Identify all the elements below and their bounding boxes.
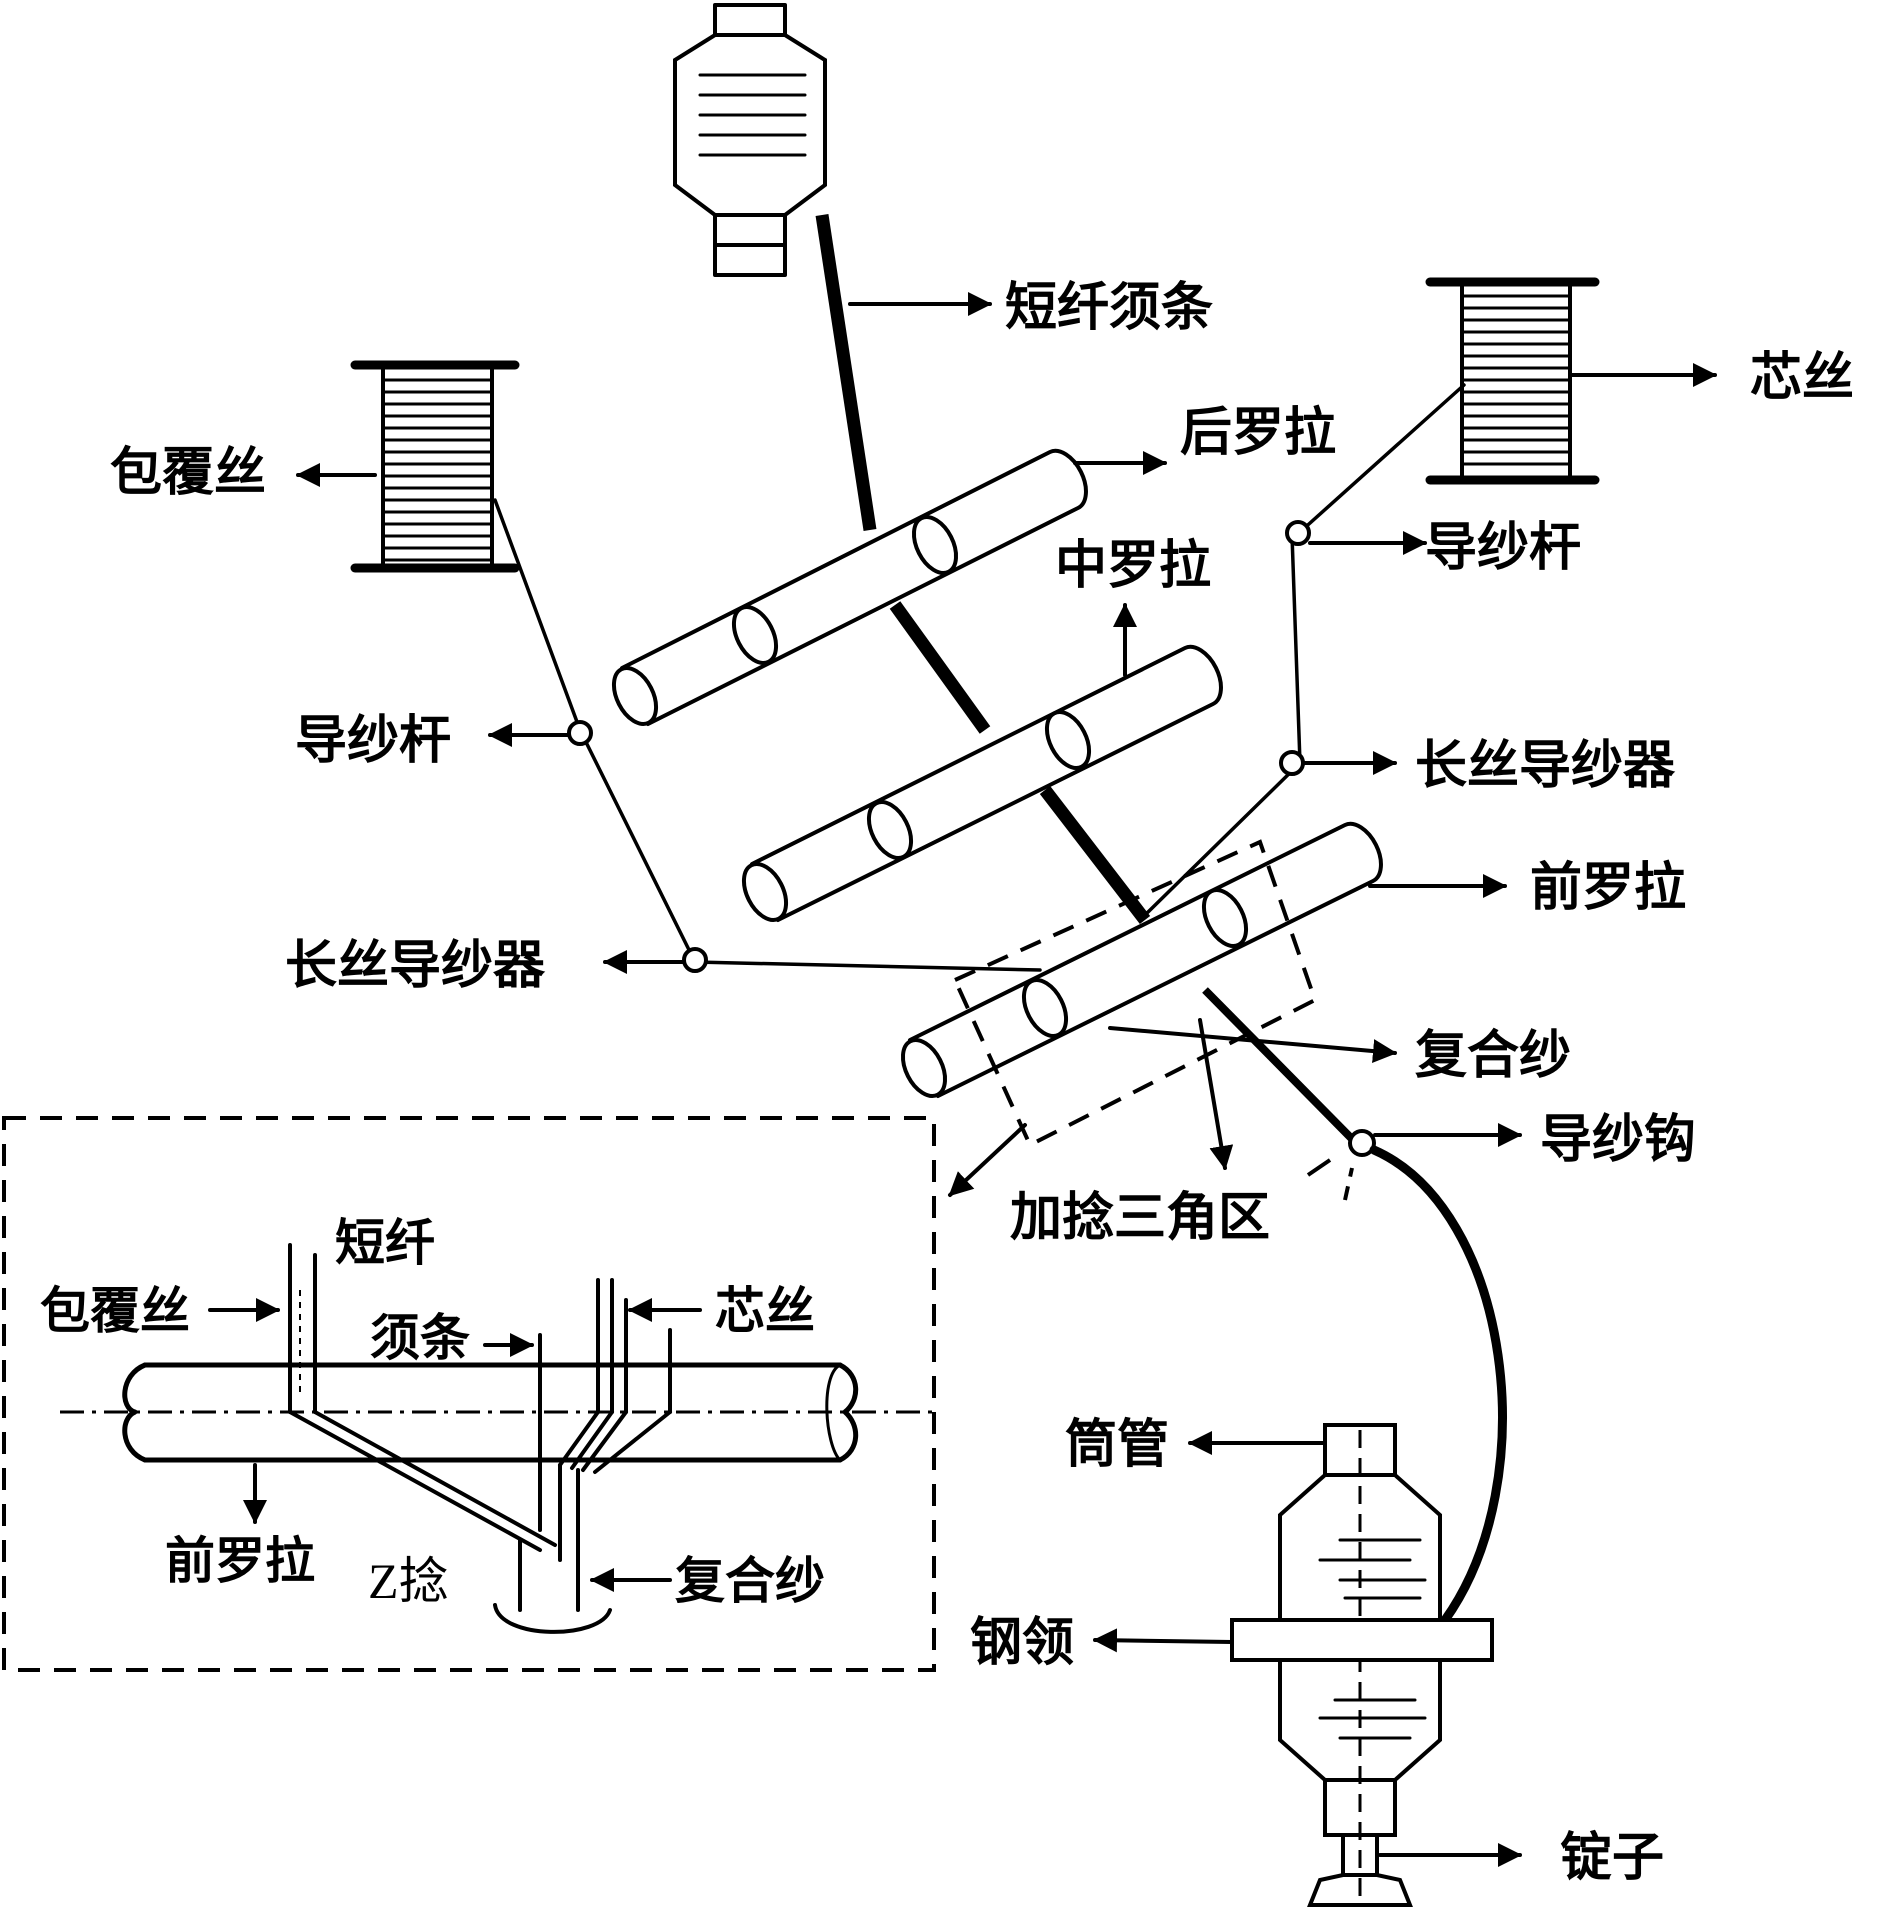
middle-roller (741, 644, 1223, 922)
filament-guide-right-eye (1279, 750, 1305, 776)
middle-roller-label: 中罗拉 (1055, 535, 1211, 596)
ring-arrow (1093, 1628, 1234, 1653)
twist-triangle-box (952, 839, 1318, 1148)
core-yarn-bobbin (1425, 277, 1600, 485)
yarn-hook-label: 导纱钩 (1540, 1109, 1696, 1170)
yarn-hook-arc-2 (1306, 1158, 1332, 1177)
front-roller-label: 前罗拉 (1530, 857, 1686, 918)
ring-label: 钢领 (970, 1612, 1074, 1673)
wrap-yarn-path (493, 498, 1042, 972)
inset-front-roller (60, 1362, 935, 1463)
strand-segment-1 (889, 601, 991, 734)
guide-rod-right-label: 导纱杆 (1425, 517, 1581, 578)
core-yarn-label: 芯丝 (1750, 347, 1854, 408)
back-roller-label: 后罗拉 (1180, 402, 1336, 463)
inset-frame (2, 1116, 936, 1672)
sliver-label: 短纤须条 (1005, 277, 1213, 338)
inset-composite-yarn-label: 复合纱 (675, 1551, 825, 1610)
composite-yarn-strand (1202, 987, 1361, 1148)
composite-yarn-label: 复合纱 (1415, 1025, 1571, 1086)
inset-staple-label: 短纤 (335, 1213, 435, 1272)
balloon-yarn (1369, 1145, 1507, 1625)
roving-bobbin (673, 3, 827, 277)
filament-guide-right-label: 长丝导纱器 (1415, 735, 1676, 796)
inset-link-arrow (948, 1123, 1027, 1197)
back-roller (611, 448, 1088, 726)
twist-triangle-arrow (1198, 1018, 1234, 1170)
inset-front-roller-label: 前罗拉 (165, 1531, 315, 1590)
inset-z-twist-label: Z捻 (368, 1553, 449, 1609)
inset-wrap-yarn-label: 包覆丝 (40, 1281, 190, 1340)
inset-strand-label: 须条 (370, 1308, 470, 1367)
inset-core-yarn-label: 芯丝 (715, 1281, 815, 1340)
spindle-label: 锭子 (1560, 1827, 1664, 1888)
twist-triangle-label: 加捻三角区 (1010, 1187, 1270, 1248)
yarn-hook-eye (1348, 1129, 1376, 1157)
guide-rod-left-eye (567, 720, 593, 746)
sliver-strand (815, 214, 877, 531)
front-roller (900, 821, 1383, 1098)
wrap-yarn-label: 包覆丝 (110, 442, 266, 503)
filament-guide-left-eye (682, 947, 708, 973)
spindle-assembly (1230, 1423, 1494, 1907)
strand-segment-2 (1039, 786, 1151, 924)
guide-rod-left-label: 导纱杆 (295, 710, 451, 771)
guide-rod-right-eye (1285, 520, 1311, 546)
yarn-hook-arc (1343, 1167, 1354, 1201)
filament-guide-left-label: 长丝导纱器 (285, 935, 546, 996)
bobbin-label: 筒管 (1065, 1414, 1169, 1475)
wrap-yarn-bobbin (350, 360, 520, 573)
